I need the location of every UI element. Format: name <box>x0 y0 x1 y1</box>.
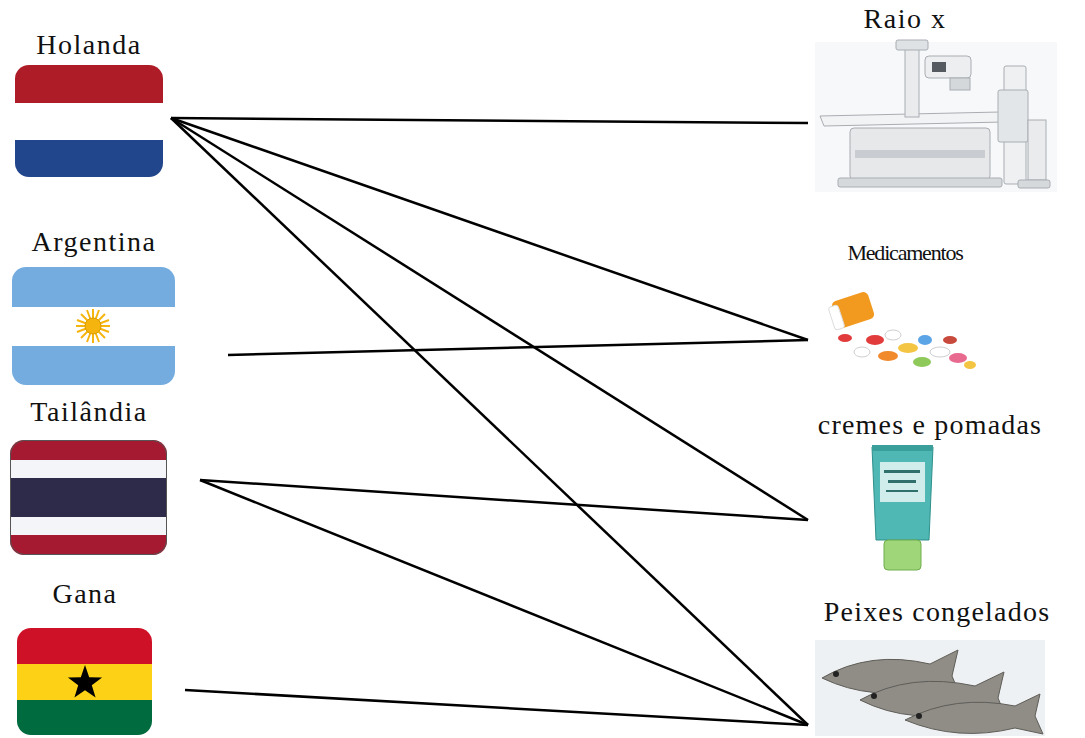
fish-picture <box>871 693 877 699</box>
pills-picture <box>838 334 852 342</box>
product-node: Raio x <box>808 2 1080 194</box>
product-node: Medicamentos <box>808 240 1080 380</box>
trade-line <box>228 340 808 355</box>
node-label: Raio x <box>864 2 947 36</box>
trade-line <box>171 118 808 340</box>
thailand-flag <box>10 535 167 555</box>
netherlands-flag <box>15 65 163 103</box>
cream-tube <box>884 470 920 473</box>
netherlands-flag <box>15 140 163 177</box>
cream-tube <box>888 480 916 483</box>
xray-machine <box>815 40 1057 192</box>
sun-symbol <box>76 309 110 343</box>
sun-symbol <box>81 314 105 338</box>
xray-machine <box>896 40 928 50</box>
pills-picture <box>943 336 957 344</box>
thailand-flag <box>10 517 167 535</box>
trade-line <box>171 118 808 123</box>
pills-picture <box>898 343 918 353</box>
fish-picture <box>815 640 1045 736</box>
xray-machine <box>950 78 970 90</box>
thailand-flag <box>10 440 167 555</box>
pills-picture <box>885 330 901 340</box>
xray-machine <box>905 45 919 117</box>
xray-machine <box>1028 120 1046 180</box>
node-label: Tailândia <box>30 395 147 429</box>
cream-tube <box>872 445 933 451</box>
xray-machine <box>855 150 985 158</box>
trade-line <box>171 118 808 520</box>
country-node: Tailândia <box>8 395 170 557</box>
netherlands-flag <box>15 103 163 140</box>
pills-picture <box>949 353 967 363</box>
pills-picture <box>854 347 870 357</box>
country-node: Holanda <box>12 28 166 180</box>
ghana-flag <box>17 664 152 700</box>
cream-tube <box>886 490 918 492</box>
xray-machine <box>998 90 1028 142</box>
thailand-flag <box>10 460 167 478</box>
pills-picture <box>918 335 932 345</box>
xray-machine <box>838 178 1002 187</box>
cream-tube <box>880 462 925 502</box>
pills-picture <box>866 335 884 345</box>
node-label: Gana <box>52 577 117 611</box>
xray-machine <box>815 42 1057 192</box>
ghana-flag <box>17 700 152 735</box>
trade-line <box>200 480 808 725</box>
node-label: Holanda <box>36 28 141 62</box>
xray-machine <box>925 56 971 78</box>
fish-picture <box>822 650 1043 734</box>
pills-picture <box>913 357 931 367</box>
xray-machine <box>850 128 990 180</box>
argentina-flag <box>12 307 175 346</box>
fish-picture <box>833 671 839 677</box>
product-node: cremes e pomadas <box>808 408 1080 573</box>
argentina-flag <box>12 267 175 307</box>
netherlands-flag <box>15 65 163 177</box>
xray-machine <box>1018 180 1050 188</box>
thailand-flag <box>10 478 167 517</box>
sun-symbol <box>81 314 105 338</box>
star-symbol <box>68 665 102 698</box>
thailand-flag <box>10 440 167 460</box>
ghana-flag <box>17 628 152 664</box>
flag-border <box>11 441 167 555</box>
argentina-flag <box>12 346 175 385</box>
country-node: Argentina <box>10 225 178 387</box>
sun-symbol <box>85 318 101 334</box>
trade-line <box>200 480 808 520</box>
trade-line <box>185 690 808 725</box>
pills-picture <box>828 291 976 369</box>
trade-line <box>171 118 808 725</box>
cream-tube <box>872 445 933 570</box>
cream-tube <box>872 447 933 540</box>
fish-picture <box>815 640 1045 736</box>
node-label: Argentina <box>32 225 157 259</box>
fish-picture <box>905 694 1043 734</box>
cream-tube <box>884 540 921 570</box>
argentina-flag <box>12 267 175 385</box>
fish-picture <box>916 713 922 719</box>
pills-picture <box>964 361 976 369</box>
ghana-flag <box>17 628 152 735</box>
pills-picture <box>828 305 845 331</box>
node-label: Peixes congelados <box>824 595 1050 629</box>
xray-machine <box>932 62 946 72</box>
pills-picture <box>878 351 898 361</box>
node-label: cremes e pomadas <box>818 408 1042 442</box>
product-node: Peixes congelados <box>808 595 1080 736</box>
node-label: Medicamentos <box>847 240 962 266</box>
sun-symbol <box>76 309 110 343</box>
pills-picture <box>930 347 950 357</box>
country-node: Gana <box>15 577 155 735</box>
